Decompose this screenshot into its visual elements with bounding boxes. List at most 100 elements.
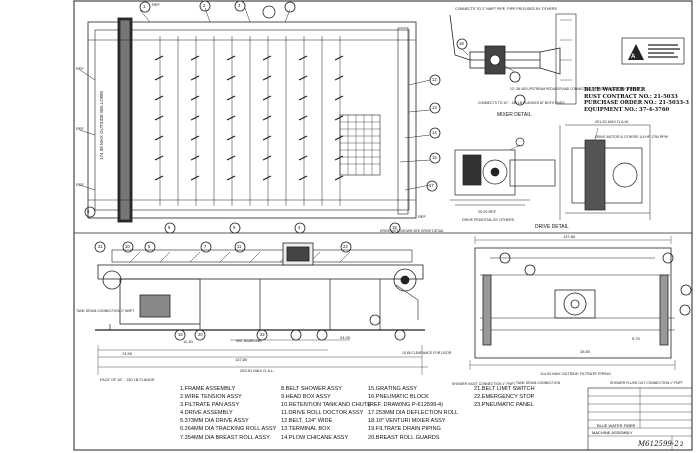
balloon: 11	[237, 244, 242, 249]
bom-item: 16.PNEUMATIC BLOCK	[368, 394, 429, 401]
bom-item: 21.BELT LIMIT SWITCH	[474, 386, 535, 392]
side-elevation-drawing	[94, 241, 428, 375]
drive-detail-title: DRIVE DETAIL	[535, 224, 569, 230]
balloon: 3	[238, 3, 241, 8]
company-logo: A	[621, 37, 685, 65]
mixer-note-1: CONNECTS TO 2" NNPT PIPE, PIPE PROVIDED …	[455, 7, 557, 11]
ref-label: REF	[76, 182, 84, 187]
bom-item: 17.253mm DIA DEFLECTION ROLL	[368, 410, 459, 417]
bom-item: 7.354mm DIA BREAST ROLL ASSY	[180, 434, 270, 441]
plan-bellows-note: 174.38 MAX OUTSIDE BELLOWS	[99, 91, 104, 160]
bom-column-3: 15.GRATING ASSY 16.PNEUMATIC BLOCK (REF.…	[368, 385, 458, 442]
bom-item: 13.TERMINAL BOX	[281, 426, 331, 433]
bom-column-4: 21.BELT LIMIT SWITCH 22.EMERGENCY STOP 2…	[474, 385, 535, 409]
title-block-drawing-no: M612599-2	[637, 440, 679, 448]
bom-item: 19.FILTRATE DRAIN PIPING	[368, 426, 441, 433]
balloon: 4	[298, 225, 301, 230]
mixer-note-2: 10" ON 450 UPSTREAM REDUCER AND CONNECTI…	[510, 87, 640, 91]
bom-item: 5.373mm DIA DRIVE ASSY	[180, 418, 249, 425]
elev-dim-74: 74.50	[122, 351, 133, 356]
end-flush-out: SHOWER FLUSH OUT CONNECTION 1" FNPT	[610, 381, 683, 385]
elev-dim-137: 137.80	[235, 357, 248, 362]
bom-item: 6.264mm DIA TRACKING ROLL ASSY	[180, 426, 277, 433]
end-dim-28: 28.80	[580, 349, 591, 354]
drive-dim-a: 20.20 REF	[478, 210, 497, 214]
balloon: 7	[204, 244, 207, 249]
title-block-sheet: 2	[680, 442, 684, 448]
balloon: 9	[233, 225, 236, 230]
balloon: 10	[125, 244, 130, 249]
balloon: 6	[168, 225, 171, 230]
bom-item: 8.BELT SHOWER ASSY	[281, 386, 343, 392]
mixer-detail-drawing	[449, 13, 577, 106]
balloon: 13	[432, 105, 437, 110]
balloon: 23	[343, 244, 348, 249]
bom-item: 20.BREAST ROLL GUARDS	[368, 434, 440, 441]
balloon: 16	[178, 332, 183, 337]
balloon: 5	[148, 244, 151, 249]
ref-label: REF	[76, 66, 84, 71]
bom-item: 4.DRIVE ASSEMBLY	[180, 410, 233, 417]
project-info-line2: RUST CONTRACT NO.: 21-5033	[584, 93, 678, 100]
elev-baseline: SBT BASELINE	[236, 339, 262, 343]
project-info-block: BLUE WATER FIBER RUST CONTRACT NO.: 21-5…	[584, 87, 689, 113]
end-shower-inlet: SHOWER INLET CONNECTION 1" FNPT	[452, 382, 515, 386]
bom-item: 23.PNEUMATIC PANEL	[474, 402, 534, 409]
drive-pedestal-note: DRIVE PEDESTAL BY OTHERS	[462, 218, 515, 222]
balloon: 22	[260, 332, 265, 337]
balloon: 17	[429, 183, 434, 188]
bom-item: 9.HEAD BOX ASSY	[281, 394, 331, 401]
bom-item: 1.FRAME ASSEMBLY	[180, 386, 236, 392]
balloon: 12	[432, 77, 437, 82]
balloon: 21	[98, 244, 103, 249]
bom-column-2: 8.BELT SHOWER ASSY 9.HEAD BOX ASSY 10.RE…	[281, 385, 371, 442]
bom-item: 11.DRIVE ROLL DOCTOR ASSY	[281, 410, 364, 417]
end-tank-drain: TANK DRAIN CONNECTION	[516, 381, 561, 385]
project-info-line3: PURCHASE ORDER NO.: 21-5033-3	[584, 100, 689, 107]
balloon: 2	[203, 3, 206, 8]
balloon: 19	[392, 225, 397, 230]
bom-item: 2.WIRE TENSION ASSY	[180, 394, 242, 401]
ref-label: REF	[76, 126, 84, 131]
elev-clearance: 15.65 CLEARANCE FOR DOOR	[402, 351, 452, 355]
balloon: 15	[432, 155, 437, 160]
project-info-line1: BLUE WATER FIBER	[584, 87, 646, 93]
end-dim-filtrate: 114.00 MAX OUTSIDE FILTRATE PIPING	[540, 372, 611, 376]
plan-view	[79, 0, 441, 234]
svg-text:A: A	[631, 54, 636, 60]
bom-column-1: 1.FRAME ASSEMBLY 2.WIRE TENSION ASSY 3.F…	[180, 385, 276, 442]
title-block-client: BLUE WATER FIBER	[597, 423, 636, 428]
ref-label: REF	[418, 214, 426, 219]
bom-item: 10.RETENTION TANK AND CHUTE	[281, 402, 371, 409]
elev-dim-11: 11.30	[183, 339, 193, 344]
balloon: 14	[432, 130, 437, 135]
title-block-frame	[587, 387, 693, 451]
bom-item: 3.FILTRATE PAN ASSY	[180, 402, 240, 409]
end-elevation-drawing	[469, 236, 692, 370]
balloon: 20	[198, 332, 203, 337]
elev-dim-24: 24.00	[340, 335, 351, 340]
title-block-title: MACHINE ASSEMBLY	[592, 430, 633, 435]
balloon: 1	[143, 4, 146, 9]
elev-tank-drain: TANK DRAIN CONNECTION 2" NNPT	[76, 309, 134, 313]
project-info-line4: EQUIPMENT NO.: 37-4-3760	[584, 106, 670, 113]
bom-item: 15.GRATING ASSY	[368, 386, 418, 392]
mixer-note-3: CONNECTS TO 10" - 150 LB FLANGES AT BOTH…	[478, 101, 565, 105]
end-dim-137: 137.80	[563, 234, 576, 239]
mixer-detail-title: MIXER DETAIL	[497, 112, 532, 118]
elev-drive-note: DRIVE NOT SHOWN SEE DRIVE DETAIL	[380, 229, 444, 233]
bom-item: 12.BELT, 124" WIDE	[281, 418, 333, 425]
balloon: 18	[459, 41, 464, 46]
sheet-border	[73, 0, 693, 451]
end-dim-5: 5.75	[632, 336, 641, 341]
elev-face-note: FACE OF 16" - 150 LB FLANGE	[100, 378, 155, 382]
elev-dim-overall: 253.51 MAX O.A.L.	[240, 368, 274, 373]
bom-item: 22.EMERGENCY STOP	[474, 394, 535, 401]
balloon: 8	[87, 209, 90, 214]
ref-label: REF	[152, 2, 160, 7]
drive-detail-drawing	[450, 124, 651, 220]
bom-item: 18.10" VENTURI MIXER ASSY	[368, 418, 446, 425]
bom-item: (REF. DRAWING P-612599-4)	[368, 402, 444, 409]
